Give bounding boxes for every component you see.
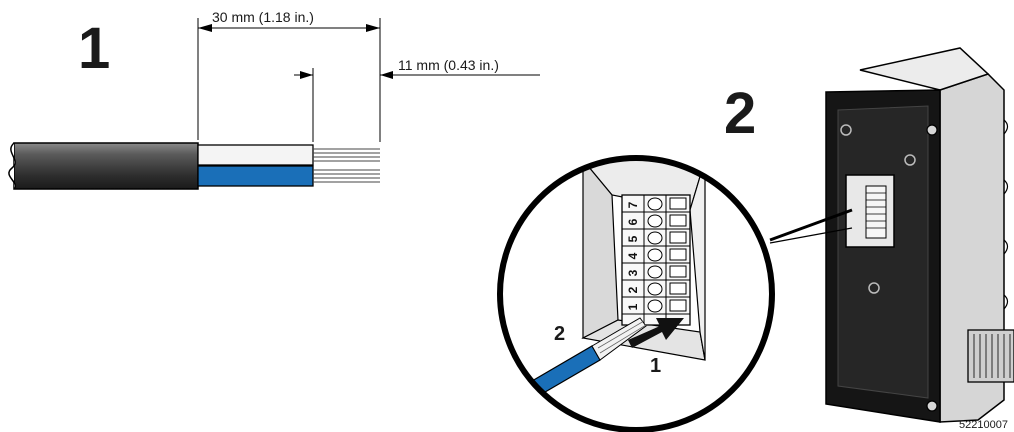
terminal-holes (647, 197, 663, 313)
terminal-number-7: 7 (626, 201, 640, 208)
magnifier-leader (769, 208, 853, 244)
step-2-label: 2 (724, 81, 756, 146)
detail-arrow-label: 1 (650, 355, 661, 377)
push-arrow (628, 318, 684, 348)
white-wire (197, 144, 380, 166)
terminal-rows (622, 195, 690, 325)
terminal-levers (669, 197, 687, 312)
terminal-number-3: 3 (626, 269, 640, 276)
step-1-label: 1 (78, 16, 110, 81)
terminal-number-1: 1 (626, 303, 640, 310)
dimension-30mm (197, 18, 381, 142)
blue-wire (197, 165, 380, 187)
dimension-11mm (294, 68, 540, 142)
terminal-number-4: 4 (626, 252, 640, 259)
figure-code: 52210007 (959, 419, 1008, 431)
cable-sheath (8, 142, 199, 190)
dimension-11mm-label: 11 mm (0.43 in.) (398, 57, 499, 73)
detail-wire-label: 2 (554, 323, 565, 345)
detail-magnifier: 1 2 3 4 5 6 7 (497, 155, 775, 432)
terminal-number-2: 2 (626, 286, 640, 293)
device-housing (825, 47, 1014, 423)
m12-connector (967, 329, 1014, 383)
dimension-30mm-label: 30 mm (1.18 in.) (212, 9, 314, 25)
terminal-numbers: 1 2 3 4 5 6 7 (626, 201, 640, 310)
terminal-number-5: 5 (626, 235, 640, 242)
terminal-number-6: 6 (626, 218, 640, 225)
